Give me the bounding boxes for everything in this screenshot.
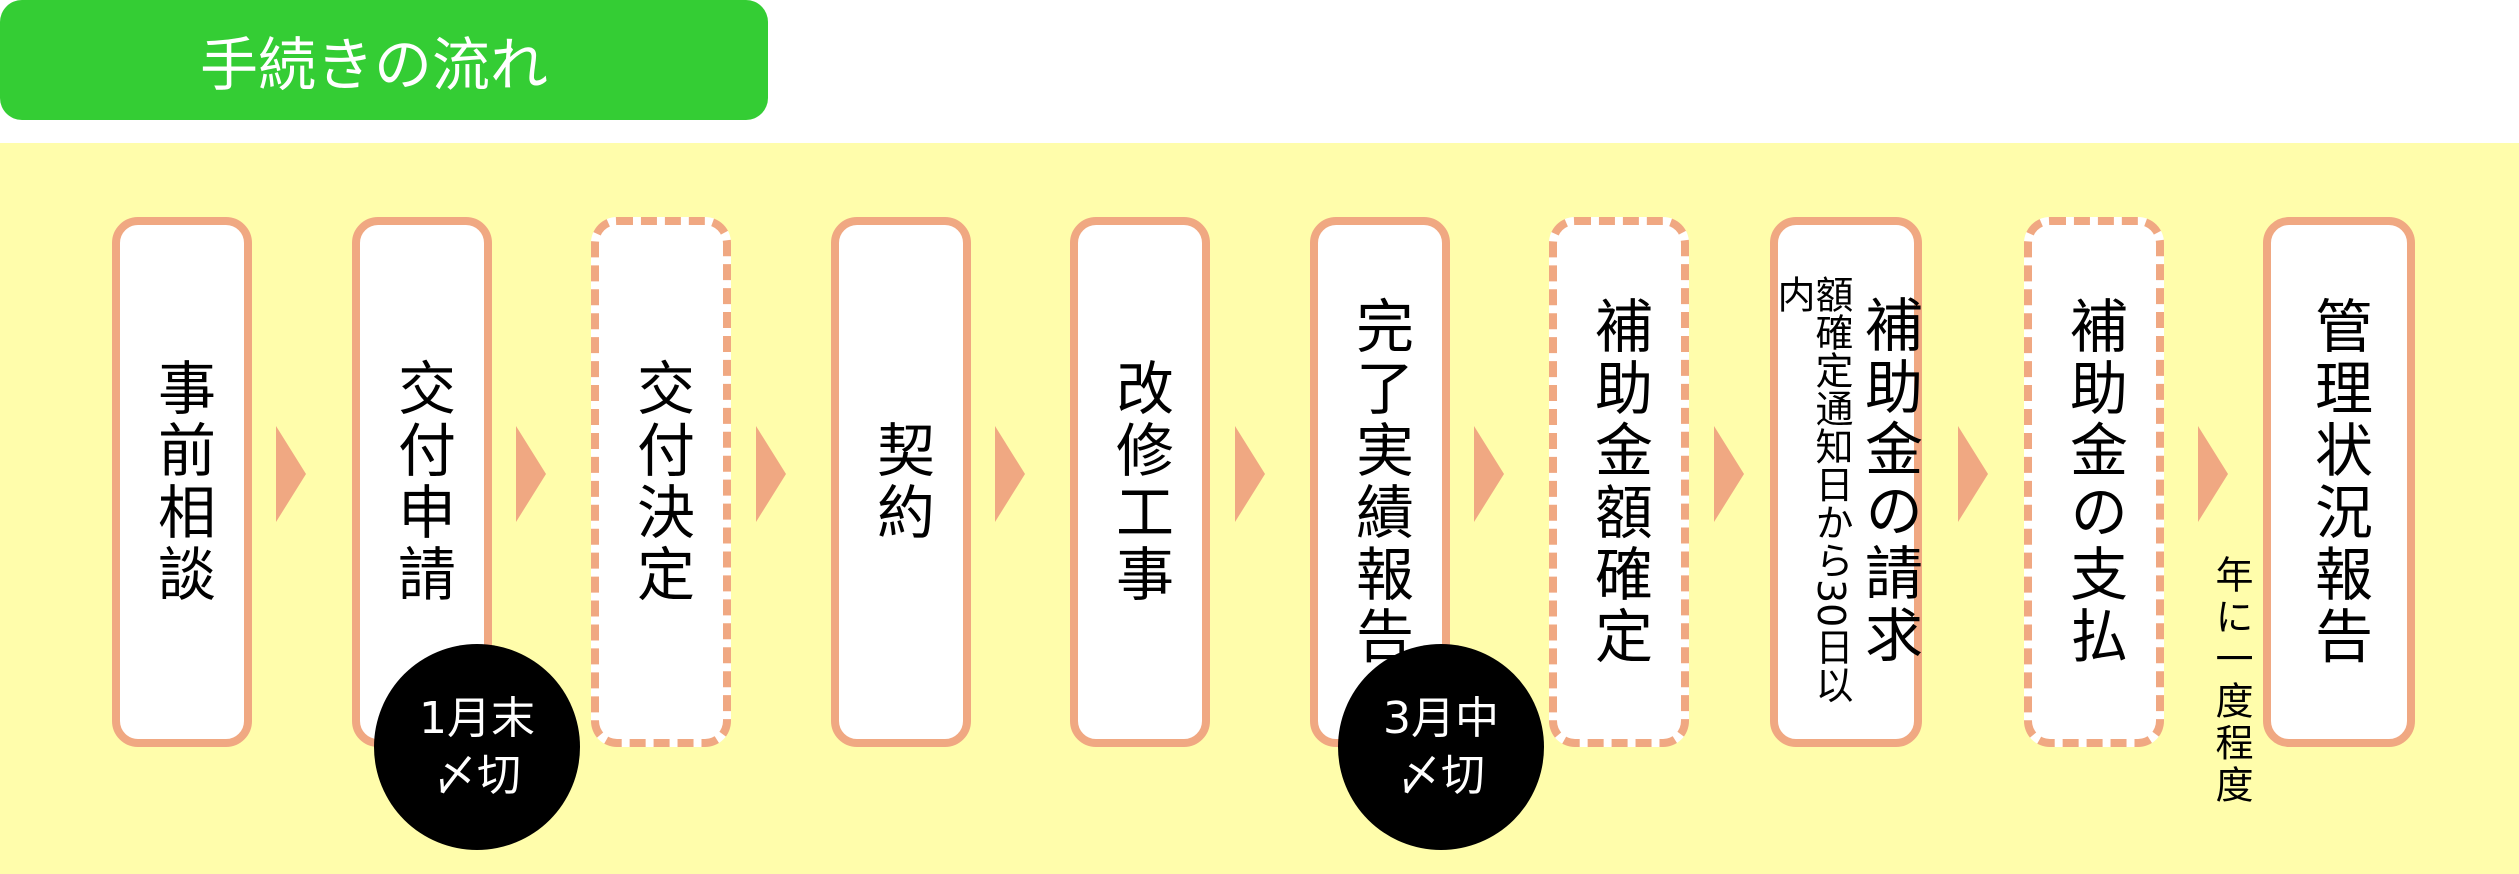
step-contract: 契約 [831,217,971,747]
deadline-label: 〆切 [1397,750,1485,801]
arrow-icon [1958,426,1988,522]
claim-deadline-note: 額確定通知日から30日以内 [1771,275,1853,704]
arrow-icon [1235,426,1265,522]
step-management-report: 管理状況報告 [2263,217,2415,747]
step-renovation: 改修工事 [1070,217,1210,747]
deadline-date: 3月中 [1383,692,1499,744]
arrow-icon [1714,426,1744,522]
step-label: 完了実績報告 [1346,296,1414,668]
arrow-icon [1474,426,1504,522]
deadline-date: 1月末 [419,692,535,744]
section-title: 手続きの流れ [0,0,768,120]
deadline-badge-january: 1月末 〆切 [374,644,580,850]
step-amount-confirmation: 補助金額確定 [1549,217,1689,747]
frequency-note: 年に一度程度 [2209,555,2253,807]
arrow-icon [995,426,1025,522]
step-label: 改修工事 [1106,358,1174,606]
step-label: 管理状況報告 [2305,296,2373,668]
step-grant-decision: 交付決定 [591,217,731,747]
deadline-label: 〆切 [433,750,521,801]
step-consultation: 事前相談 [112,217,252,747]
step-label: 交付決定 [627,358,695,606]
arrow-icon [756,426,786,522]
step-grant-claim: 額確定通知日から30日以内 補助金の請求 [1770,217,1923,747]
arrow-icon [516,426,546,522]
step-grant-payment: 補助金の支払 [2024,217,2164,747]
step-label: 補助金額確定 [1585,296,1653,668]
step-label: 契約 [867,420,935,544]
step-label: 事前相談 [148,358,216,606]
arrow-icon [2198,426,2228,522]
arrow-icon [276,426,306,522]
step-label: 補助金の支払 [2060,296,2128,668]
step-label: 補助金の請求 [1855,295,1923,667]
deadline-badge-march: 3月中 〆切 [1338,644,1544,850]
step-label: 交付申請 [388,358,456,606]
